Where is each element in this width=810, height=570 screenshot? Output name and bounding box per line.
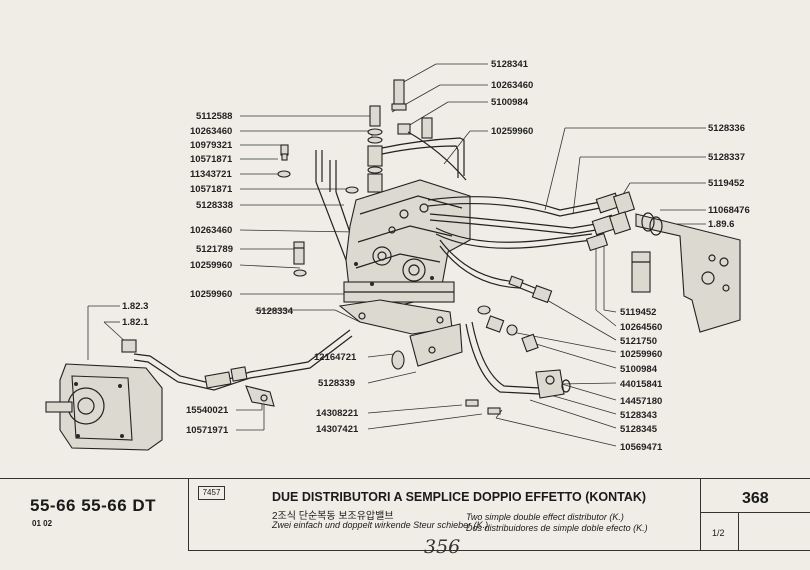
- label-10569471: 10569471: [620, 442, 663, 453]
- label-44015841: 44015841: [620, 379, 663, 390]
- label-5121789: 5121789: [196, 244, 233, 255]
- title-spanish: Dos distribuidores de simple doble efect…: [466, 523, 648, 533]
- diagram-title: DUE DISTRIBUTORI A SEMPLICE DOPPIO EFFET…: [272, 490, 647, 504]
- label-14307421: 14307421: [316, 424, 359, 435]
- top-fittings: [345, 79, 467, 194]
- label-10571871-a: 10571871: [190, 154, 233, 165]
- label-5121750: 5121750: [620, 336, 657, 347]
- footer-top-rule: [0, 478, 810, 479]
- label-5128338: 5128338: [196, 200, 233, 211]
- label-1-82-3: 1.82.3: [122, 301, 148, 312]
- label-5128341: 5128341: [491, 59, 529, 70]
- label-10259960-b: 10259960: [190, 260, 232, 271]
- label-1-89-6: 1.89.6: [708, 219, 734, 230]
- label-15540021: 15540021: [186, 405, 229, 416]
- label-10264560: 10264560: [620, 322, 662, 333]
- title-german: Zwei einfach und doppelt wirkende Steur …: [272, 520, 489, 530]
- label-10263460-a: 10263460: [491, 80, 533, 91]
- label-5100984-a: 5100984: [491, 97, 529, 108]
- hydraulic-pump: [45, 339, 163, 451]
- part-labels: 5128341 10263460 5100984 5112588 1025996…: [122, 59, 750, 453]
- distributor-body: [343, 179, 471, 307]
- label-14308221: 14308221: [316, 408, 359, 419]
- title-english: Two simple double effect distributor (K.…: [466, 512, 624, 522]
- label-14457180: 14457180: [620, 396, 662, 407]
- fasteners-left: [277, 144, 357, 277]
- label-10259960-d: 10259960: [620, 349, 662, 360]
- label-10263460-b: 10263460: [190, 126, 232, 137]
- label-5112588: 5112588: [196, 111, 232, 122]
- label-5119452-a: 5119452: [708, 178, 744, 189]
- label-5128336: 5128336: [708, 123, 745, 134]
- title-korean: 2조식 단순복동 보조유압밸브: [272, 511, 394, 522]
- return-line: [465, 305, 571, 415]
- model-subcode: 01 02: [32, 519, 53, 528]
- pump-pipe: [133, 329, 353, 407]
- hydraulic-hoses: [427, 191, 636, 304]
- lower-bracket: [338, 299, 463, 370]
- label-5128337: 5128337: [708, 152, 745, 163]
- footer-divider-left: [188, 478, 189, 550]
- label-1-82-1: 1.82.1: [122, 317, 149, 328]
- mount-bracket: [631, 212, 741, 333]
- handwritten-note: 356: [424, 536, 461, 558]
- label-10979321: 10979321: [190, 140, 233, 151]
- reference-box: 7457: [198, 486, 225, 500]
- footer-divider-sheet: [738, 512, 739, 550]
- label-10259960-c: 10259960: [190, 289, 232, 300]
- label-10259960-a: 10259960: [491, 126, 533, 137]
- label-11068476: 11068476: [708, 205, 750, 216]
- label-5128343: 5128343: [620, 410, 657, 421]
- label-10263460-c: 10263460: [190, 225, 232, 236]
- label-11343721: 11343721: [190, 169, 232, 180]
- footer-divider-right: [700, 478, 701, 550]
- label-10571871-b: 10571871: [190, 184, 233, 195]
- label-5119452-b: 5119452: [620, 307, 656, 318]
- leader-lines: [87, 63, 706, 447]
- label-5128334: 5128334: [256, 306, 294, 317]
- footer-bottom-rule: [188, 550, 810, 551]
- label-5128339: 5128339: [318, 378, 355, 389]
- label-12164721: 12164721: [314, 352, 357, 363]
- model-number: 55-66 55-66 DT: [30, 496, 157, 515]
- label-5128345: 5128345: [620, 424, 658, 435]
- label-5100984-b: 5100984: [620, 364, 658, 375]
- footer-page-rule: [700, 512, 810, 513]
- sheet-number: 1/2: [712, 528, 725, 538]
- page-number: 368: [742, 490, 769, 507]
- label-10571971: 10571971: [186, 425, 229, 436]
